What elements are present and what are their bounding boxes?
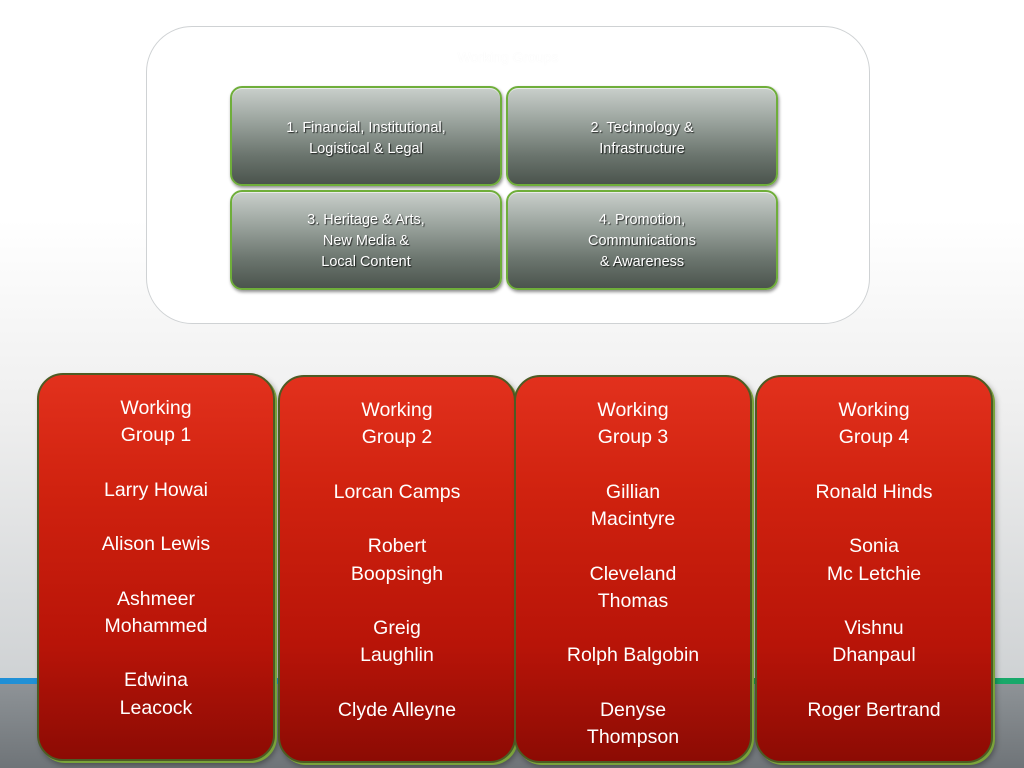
working-group-1-card: Working Group 1 Larry Howai Alison Lewis…	[37, 373, 275, 761]
member-name: Rolph Balgobin	[566, 644, 700, 667]
member-name: Alison Lewis	[101, 533, 211, 556]
member-name: Lorcan Camps	[333, 480, 461, 503]
working-group-3-card: Working Group 3 Gillian Macintyre Clevel…	[514, 375, 752, 763]
member-name: Robert Boopsingh	[350, 535, 444, 585]
member-name: Vishnu Dhanpaul	[832, 617, 916, 667]
group-box-promotion: 4. Promotion, Communications & Awareness	[506, 190, 778, 290]
member-name: Ronald Hinds	[815, 480, 933, 503]
card-title: Working Group 4	[838, 399, 910, 449]
working-group-4-card: Working Group 4 Ronald Hinds Sonia Mc Le…	[755, 375, 993, 763]
member-name: Greig Laughlin	[360, 617, 434, 667]
member-name: Clyde Alleyne	[337, 698, 457, 721]
member-name: Sonia Mc Letchie	[826, 535, 922, 585]
card-title: Working Group 3	[597, 399, 669, 449]
group-box-technology: 2. Technology & Infrastructure	[506, 86, 778, 186]
member-name: Gillian Macintyre	[590, 480, 676, 531]
member-name: Roger Bertrand	[807, 698, 941, 721]
member-name: Cleveland Thomas	[589, 562, 677, 613]
card-title: Working Group 1	[120, 397, 192, 447]
member-name: Denyse Thompson	[586, 698, 680, 749]
working-group-2-card: Working Group 2 Lorcan Camps Robert Boop…	[278, 375, 516, 763]
member-name: Ashmeer Mohammed	[104, 587, 208, 638]
group-box-financial: 1. Financial, Institutional, Logistical …	[230, 86, 502, 186]
group-box-heritage: 3. Heritage & Arts, New Media & Local Co…	[230, 190, 502, 290]
card-title: Working Group 2	[361, 399, 433, 449]
member-name: Edwina Leacock	[119, 669, 193, 719]
member-name: Larry Howai	[103, 478, 209, 501]
panel-title: Working Groups	[457, 49, 559, 65]
